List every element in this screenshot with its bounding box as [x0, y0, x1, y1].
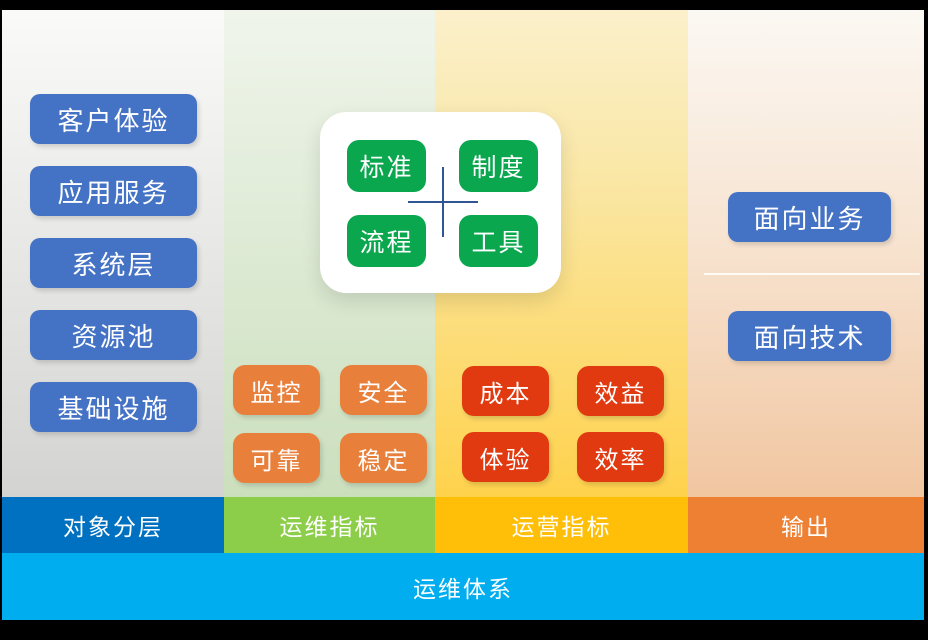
node-stability: 稳定 [340, 433, 427, 483]
divider-line [704, 273, 920, 275]
node-cost: 成本 [462, 366, 549, 416]
node-experience: 体验 [462, 432, 549, 482]
node-tool: 工具 [459, 215, 538, 267]
node-benefit: 效益 [577, 366, 664, 416]
node-technology-facing: 面向技术 [728, 311, 891, 361]
footer-operation-metrics: 运营指标 [435, 497, 688, 553]
node-system-layer: 系统层 [30, 238, 197, 288]
column-output [688, 10, 924, 497]
node-application-service: 应用服务 [30, 166, 197, 216]
node-standard: 标准 [347, 140, 426, 192]
node-business-facing: 面向业务 [728, 192, 891, 242]
node-efficiency: 效率 [577, 432, 664, 482]
node-policy: 制度 [459, 140, 538, 192]
node-resource-pool: 资源池 [30, 310, 197, 360]
node-reliability: 可靠 [233, 433, 320, 483]
footer-output: 输出 [688, 497, 924, 553]
node-monitoring: 监控 [233, 365, 320, 415]
footer-ops-metrics: 运维指标 [224, 497, 435, 553]
node-infrastructure: 基础设施 [30, 382, 197, 432]
system-title-bar: 运维体系 [2, 553, 924, 620]
node-customer-experience: 客户体验 [30, 94, 197, 144]
node-security: 安全 [340, 365, 427, 415]
node-process: 流程 [347, 215, 426, 267]
footer-object-layers: 对象分层 [2, 497, 224, 553]
plus-cross-icon [442, 167, 444, 237]
